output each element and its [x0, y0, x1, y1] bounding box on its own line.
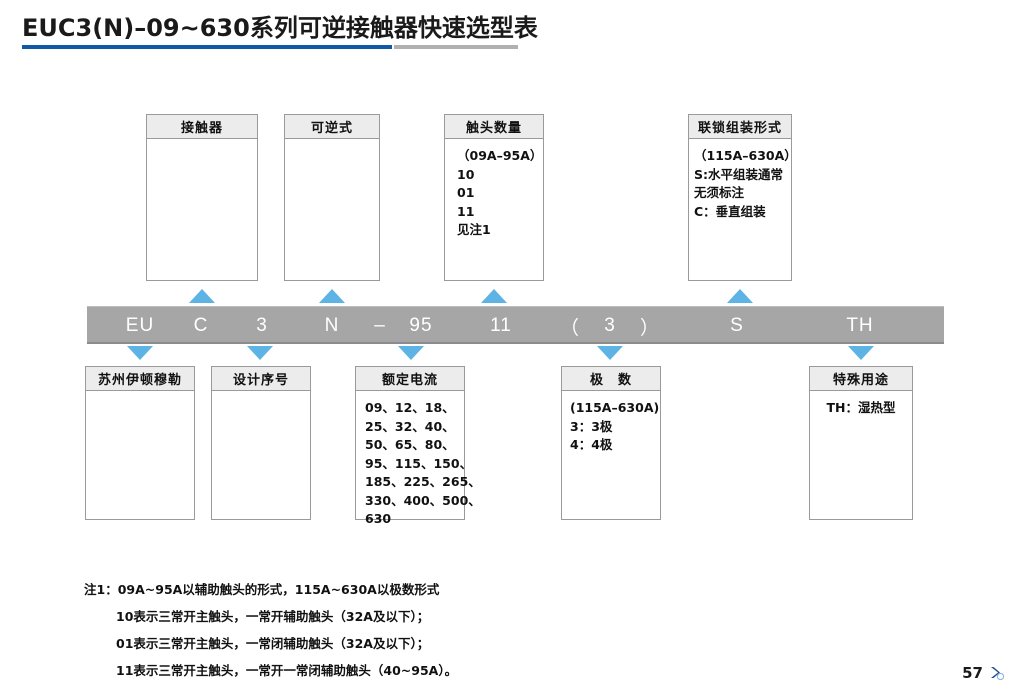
- top-box-contactor-body: [147, 139, 257, 147]
- rated-current-line-7: 630: [365, 511, 392, 526]
- bottom-box-rated-current: 额定电流 09、12、18、 25、32、40、 50、65、80、 95、11…: [355, 366, 481, 526]
- title-underline: [22, 45, 518, 49]
- arrow-down-brand: [127, 346, 153, 360]
- bottom-box-special-use-title: 特殊用途: [810, 367, 912, 391]
- interlock-line-2: S:水平组装通常: [694, 166, 784, 182]
- contact-count-line-3: 01: [457, 185, 475, 200]
- special-use-line-1: TH：湿热型: [826, 400, 896, 415]
- bottom-box-design-serial-body: [212, 391, 310, 399]
- code-segment-s: S: [730, 315, 744, 336]
- title-rule-gray: [394, 45, 518, 49]
- top-box-contactor-title: 接触器: [147, 115, 257, 139]
- arrow-down-pole-count: [597, 346, 623, 360]
- arrow-up-interlock: [727, 289, 753, 303]
- top-box-contact-count: 触头数量 （09A–95A） 10 01 11 见注1: [444, 114, 544, 281]
- pole-count-line-2: 3：3极: [570, 418, 613, 434]
- top-box-reversing-body: [285, 139, 379, 147]
- top-box-reversing: 可逆式: [284, 114, 380, 281]
- rated-current-line-1: 09、12、18、: [365, 400, 455, 415]
- top-box-contact-count-body: （09A–95A） 10 01 11 见注1: [445, 139, 543, 240]
- page-number-text: 57: [962, 664, 983, 682]
- code-segment-11: 11: [490, 315, 512, 336]
- interlock-line-4: C：垂直组装: [694, 203, 766, 219]
- note-line-2: 10表示三常开主触头，一常开辅助触头（32A及以下）；: [116, 609, 430, 624]
- bottom-box-brand-body: [86, 391, 194, 399]
- bottom-box-brand: 苏州伊顿穆勒: [85, 366, 195, 520]
- rated-current-line-5: 185、225、265、: [365, 474, 481, 489]
- top-box-reversing-title: 可逆式: [285, 115, 379, 139]
- rated-current-line-6: 330、400、500、: [365, 492, 481, 508]
- interlock-line-3: 无须标注: [694, 185, 745, 200]
- page-title: EUC3(N)–09~630系列可逆接触器快速选型表: [22, 14, 538, 42]
- arrow-up-contact-count: [481, 289, 507, 303]
- notes-block: 注1：09A~95A以辅助触头的形式，115A~630A以极数形式 10表示三常…: [84, 576, 704, 684]
- page-number: 57: [962, 664, 1005, 682]
- code-segment-poles: 3: [604, 315, 616, 336]
- top-box-interlock-title: 联锁组装形式: [689, 115, 791, 139]
- pole-count-line-3: 4：4极: [570, 437, 613, 452]
- note-line-4: 11表示三常开主触头，一常开一常闭辅助触头（40~95A）。: [116, 663, 458, 678]
- rated-current-line-2: 25、32、40、: [365, 418, 455, 434]
- bottom-box-rated-current-body: 09、12、18、 25、32、40、 50、65、80、 95、115、150…: [356, 391, 481, 529]
- bottom-box-special-use: 特殊用途 TH：湿热型: [809, 366, 913, 520]
- arrow-down-rated-current: [398, 346, 424, 360]
- top-box-interlock-body: （115A–630A） S:水平组装通常 无须标注 C：垂直组装: [689, 139, 797, 221]
- arrow-down-design-serial: [247, 346, 273, 360]
- interlock-line-1: （115A–630A）: [694, 148, 797, 163]
- bottom-box-pole-count: 极 数 (115A–630A) 3：3极 4：4极: [561, 366, 661, 520]
- contact-count-line-2: 10: [457, 166, 475, 182]
- code-segment-dash: –: [374, 315, 386, 336]
- rated-current-line-3: 50、65、80、: [365, 437, 455, 452]
- note-line-3: 01表示三常开主触头，一常闭辅助触头（32A及以下）；: [116, 636, 430, 651]
- contact-count-line-4: 11: [457, 203, 475, 219]
- code-segment-3: 3: [256, 315, 268, 336]
- code-segment-95: 95: [409, 315, 433, 336]
- arrow-up-reversing: [319, 289, 345, 303]
- model-code-bar: EU C 3 N – 95 11 （ 3 ） S TH: [87, 306, 944, 344]
- code-segment-paren-close: ）: [639, 317, 660, 339]
- top-box-contactor: 接触器: [146, 114, 258, 281]
- bottom-box-design-serial-title: 设计序号: [212, 367, 310, 391]
- code-segment-th: TH: [846, 315, 874, 336]
- code-segment-eu: EU: [125, 315, 155, 336]
- code-segment-c: C: [193, 315, 209, 336]
- code-segment-n: N: [324, 315, 340, 336]
- bottom-box-rated-current-title: 额定电流: [356, 367, 464, 391]
- bottom-box-design-serial: 设计序号: [211, 366, 311, 520]
- arrow-up-contactor: [189, 289, 215, 303]
- contact-count-line-1: （09A–95A）: [457, 148, 543, 163]
- arrow-down-special-use: [848, 346, 874, 360]
- bottom-box-special-use-body: TH：湿热型: [810, 391, 912, 418]
- title-rule-blue: [22, 45, 392, 49]
- note-line-1: 注1：09A~95A以辅助触头的形式，115A~630A以极数形式: [84, 582, 440, 597]
- chevron-right-icon: [991, 666, 1005, 680]
- bottom-box-brand-title: 苏州伊顿穆勒: [86, 367, 194, 391]
- code-segment-paren-open: （: [559, 317, 580, 339]
- top-box-contact-count-title: 触头数量: [445, 115, 543, 139]
- rated-current-line-4: 95、115、150、: [365, 455, 473, 471]
- top-box-interlock: 联锁组装形式 （115A–630A） S:水平组装通常 无须标注 C：垂直组装: [688, 114, 797, 281]
- contact-count-line-5: 见注1: [457, 222, 491, 237]
- title-block: EUC3(N)–09~630系列可逆接触器快速选型表: [22, 12, 622, 49]
- pole-count-line-1: (115A–630A): [570, 400, 660, 415]
- bottom-box-pole-count-body: (115A–630A) 3：3极 4：4极: [562, 391, 660, 455]
- bottom-box-pole-count-title: 极 数: [562, 367, 660, 391]
